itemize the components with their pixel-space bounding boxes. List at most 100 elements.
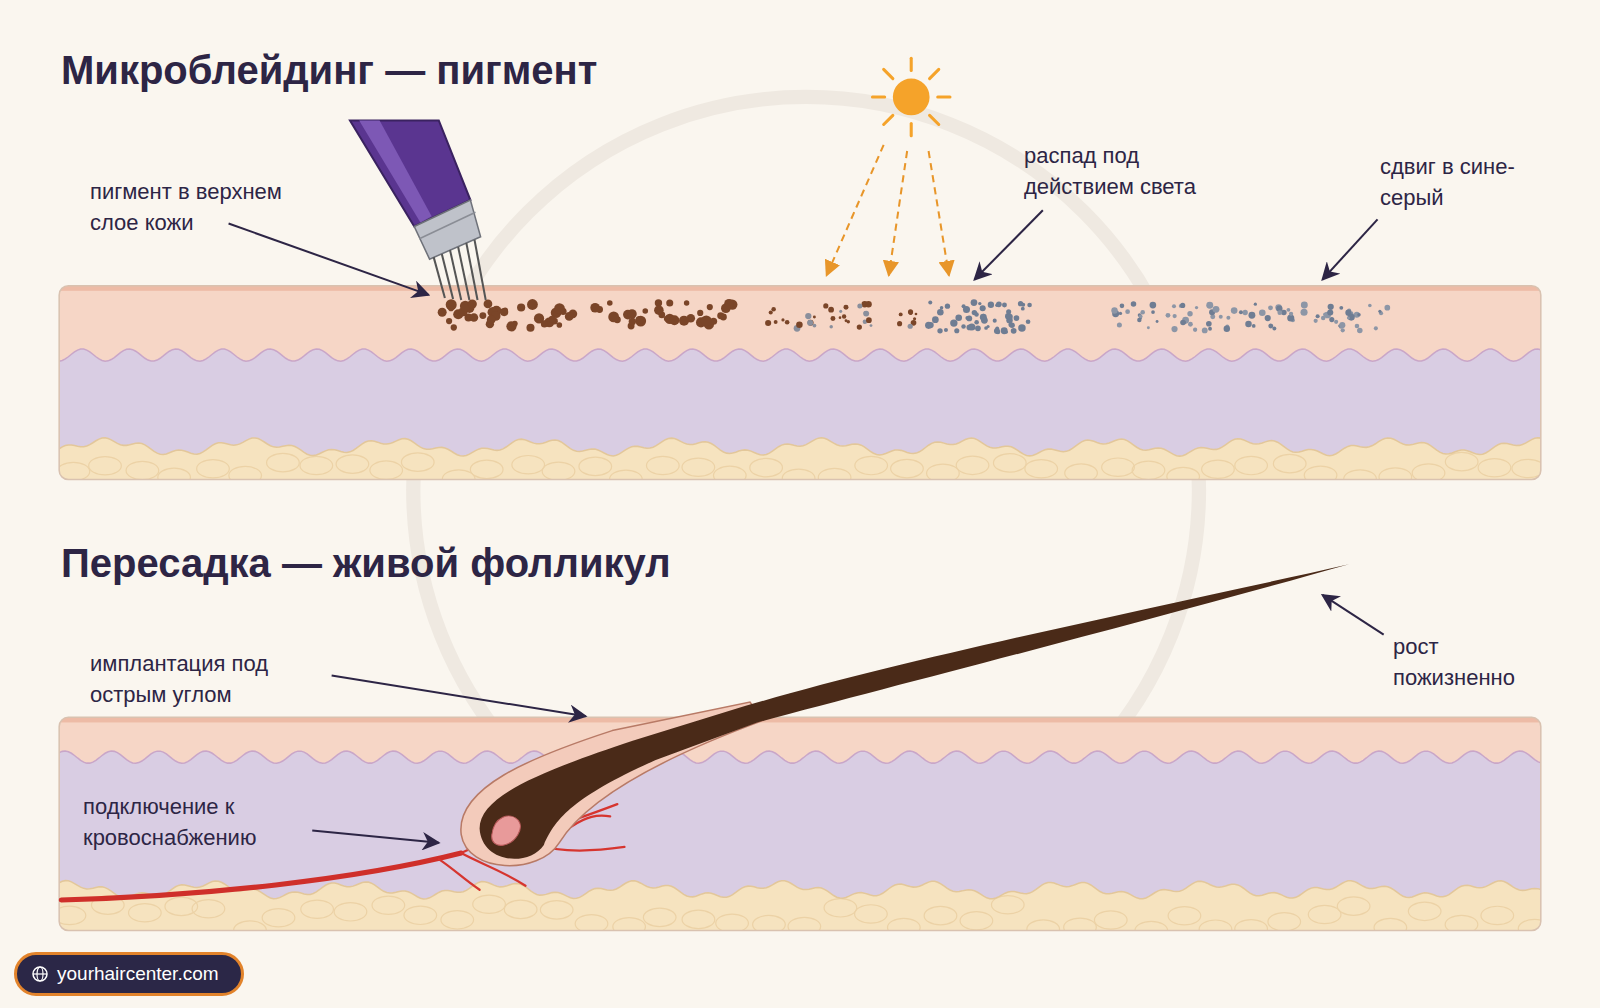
pigment-dot [955, 314, 962, 321]
pigment-dot [913, 317, 916, 320]
fat-cell [1064, 918, 1097, 931]
fat-layer [59, 286, 1541, 480]
fat-cell [229, 466, 262, 479]
fat-cell [1268, 913, 1301, 931]
pigment-dot [823, 303, 828, 308]
pigment-dot [897, 321, 902, 326]
pigment-dot [805, 313, 811, 319]
fat-cell [1065, 464, 1098, 480]
pigment-dot [1248, 312, 1255, 319]
fat-cell [818, 468, 851, 479]
pigment-dot [487, 315, 496, 324]
skin-section [59, 717, 1541, 930]
pigment-dot [847, 320, 850, 323]
pigment-dot [1001, 327, 1008, 334]
pigment-dot [479, 312, 486, 319]
pigment-dot [974, 312, 978, 316]
fat-cell [927, 464, 960, 480]
pigment-dot [1002, 303, 1007, 308]
pigment-dot [502, 308, 508, 314]
fat-cell [192, 900, 225, 918]
pigment-dot [1180, 320, 1186, 326]
pigment-dot [967, 325, 973, 331]
skin-outline [59, 717, 1541, 930]
pigment-dot [527, 299, 538, 310]
fat-cell [401, 453, 434, 471]
pigment-dot [701, 315, 712, 326]
pigment-dot [1171, 326, 1177, 332]
fat-cell [716, 914, 749, 930]
pigment-dot [1334, 320, 1338, 324]
pigment-dot [963, 306, 970, 313]
pigment-dot [541, 320, 548, 327]
fat-cell [960, 912, 993, 930]
pigment-dot [1301, 302, 1308, 309]
pigment-dot [866, 317, 872, 323]
pigment-dot [925, 322, 932, 329]
pigment-dot [557, 322, 563, 328]
pigment-dot [1005, 330, 1008, 333]
callout-label: распад под действием света [1024, 140, 1229, 202]
fat-cell [158, 468, 191, 479]
pigment-dot [988, 302, 994, 308]
pigment-dot [636, 316, 644, 324]
pigment-dot [1193, 328, 1197, 332]
pigment-dot [707, 304, 713, 310]
fat-cell [713, 466, 746, 479]
pigment-dot [1187, 311, 1192, 316]
pigment-dot [506, 321, 516, 331]
pigment-dot [865, 301, 872, 308]
fat-cell [300, 456, 333, 474]
pigment-dot [1245, 321, 1252, 328]
leader-lines [229, 210, 1384, 843]
pigment-dot [484, 300, 493, 309]
callout-label: рост пожизненно [1393, 631, 1543, 693]
pigment-dot [1316, 314, 1320, 318]
pigment-dot [908, 324, 913, 329]
pigment-dot [554, 303, 565, 314]
fat-cell [924, 906, 957, 924]
pigment-dot [769, 310, 773, 314]
pigment-dot [909, 311, 913, 315]
pigment-dot [1166, 313, 1171, 318]
pigment-dot [1021, 307, 1025, 311]
fat-cell [1025, 460, 1058, 478]
pigment-dot [1277, 310, 1282, 315]
pigment-dot [1173, 314, 1177, 318]
pigment-dot [1224, 326, 1230, 332]
skin-outline [59, 286, 1541, 480]
fat-cell [855, 456, 888, 474]
pigment-dot [608, 312, 619, 323]
pigment-dot [1206, 321, 1212, 327]
pigment-dot [1117, 322, 1122, 327]
fat-cell [610, 470, 643, 479]
fat-cell [197, 460, 230, 478]
pigment-dot [830, 316, 835, 321]
pigment-dot [975, 325, 981, 331]
pigment-dot [720, 314, 727, 321]
pigment-dot [642, 308, 648, 314]
fat-cell [1235, 456, 1268, 474]
fat-cell [1304, 466, 1337, 479]
pigment-dot [1011, 328, 1017, 334]
fat-cell [682, 910, 715, 928]
pigment-dot [1357, 313, 1361, 317]
pigment-dot [1347, 317, 1350, 320]
pigment-dot [448, 306, 454, 312]
pigment-dot [995, 304, 998, 307]
pigment-dot [994, 328, 1000, 334]
pigment-dot [899, 312, 903, 316]
fat-cell [993, 454, 1026, 472]
pigment-dot [915, 313, 918, 316]
pigment-dot [517, 303, 525, 311]
fat-cell [1132, 461, 1165, 479]
fat-cell [1235, 920, 1268, 931]
pigment-dot [548, 316, 555, 323]
fat-cell [1374, 918, 1407, 930]
pigment-dot [1120, 304, 1125, 309]
fat-cell [234, 921, 267, 931]
fat-cell [1135, 921, 1168, 930]
pigment-dot [1009, 322, 1015, 328]
pigment-dot [961, 324, 965, 328]
fat-cell [1445, 915, 1478, 930]
